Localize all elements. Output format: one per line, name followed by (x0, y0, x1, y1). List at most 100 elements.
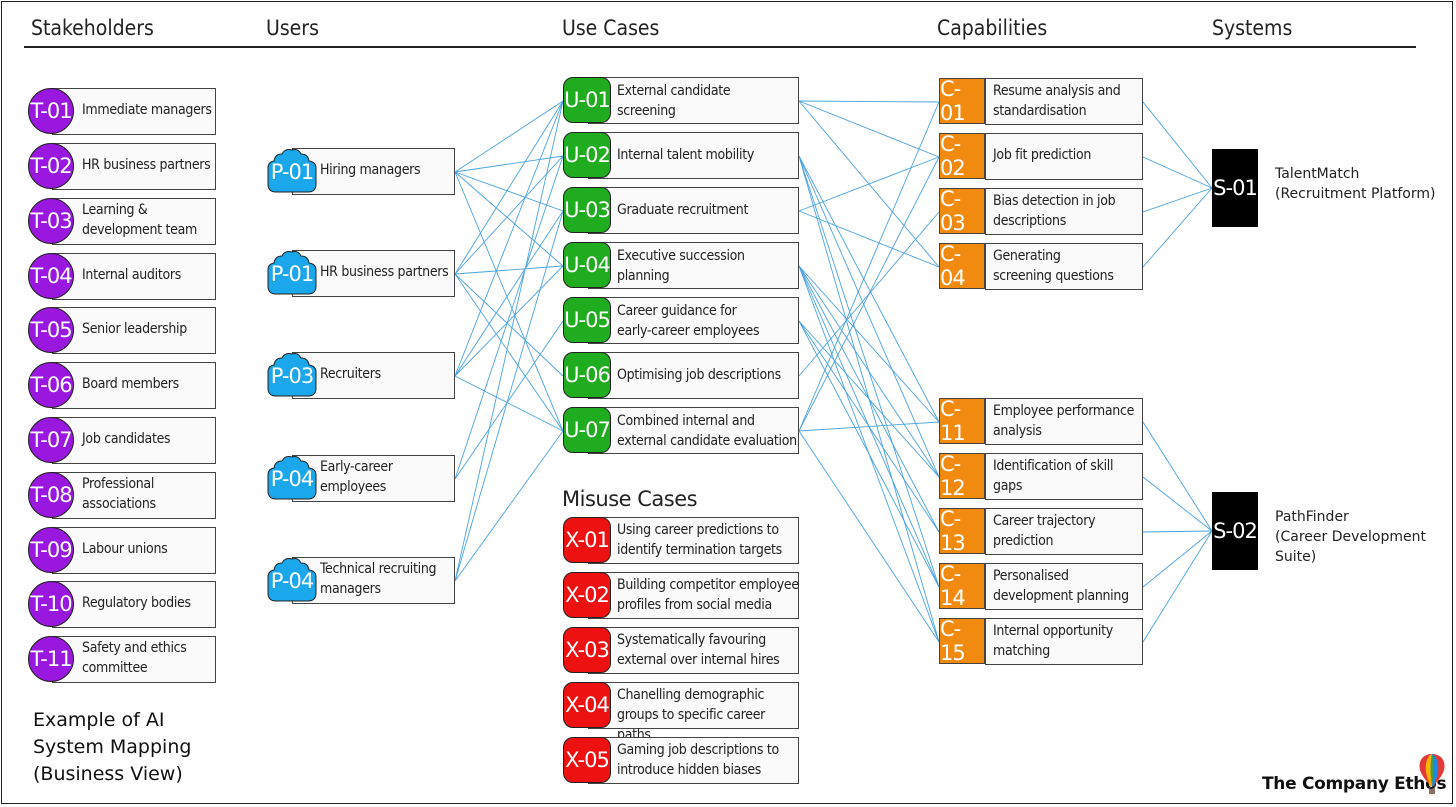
misuse-case-box (588, 682, 799, 729)
capability-label: Identification of skill gaps (993, 458, 1114, 494)
use-case-id-badge: U-04 (563, 242, 611, 288)
use-case-id-badge: U-06 (563, 352, 611, 398)
user-id-text: P-01 (270, 262, 315, 286)
header-rule (24, 46, 1416, 48)
capability-box (985, 508, 1143, 555)
systems-header: Systems (1212, 16, 1293, 40)
stakeholder-label: Internal auditors (82, 267, 181, 283)
user-id-text: P-03 (270, 364, 315, 388)
system-id-badge: S-02 (1212, 492, 1258, 570)
user-label: Early-career employees (320, 459, 393, 495)
use-case-label: Optimising job descriptions (617, 367, 781, 383)
users-header: Users (266, 16, 319, 40)
use-case-label: Combined internal and external candidate… (617, 413, 797, 449)
use-case-id-badge: U-02 (563, 132, 611, 178)
capability-id-badge: C-13 (939, 507, 985, 555)
misuse-case-id-badge: X-03 (563, 627, 611, 673)
use-case-id-badge: U-01 (563, 77, 611, 123)
stakeholder-label: Learning & development team (82, 202, 197, 238)
use-case-id-badge: U-05 (563, 297, 611, 343)
misuse-case-label: Gaming job descriptions to introduce hid… (617, 742, 779, 778)
stakeholder-box (52, 527, 216, 574)
capability-id-badge: C-04 (939, 242, 985, 290)
capability-box (985, 563, 1143, 610)
use-case-label: Career guidance for early-career employe… (617, 303, 760, 339)
use-case-box (588, 77, 799, 124)
system-label: TalentMatch (Recruitment Platform) (1275, 166, 1436, 202)
misuse-case-box (588, 737, 799, 784)
misuse-case-id-badge: X-02 (563, 572, 611, 618)
user-box (292, 148, 455, 195)
stakeholder-id-badge: T-07 (28, 417, 74, 463)
stakeholders-header: Stakeholders (31, 16, 154, 40)
user-box (292, 250, 455, 297)
stakeholder-id-badge: T-04 (28, 253, 74, 299)
stakeholder-label: Senior leadership (82, 321, 187, 337)
stakeholder-box (52, 636, 216, 683)
capability-id-badge: C-11 (939, 397, 985, 445)
capability-label: Employee performance analysis (993, 403, 1135, 439)
use-case-box (588, 132, 799, 179)
misuse-case-label: Using career predictions to identify ter… (617, 522, 782, 558)
stakeholder-label: Regulatory bodies (82, 595, 191, 611)
stakeholder-id-badge: T-06 (28, 362, 74, 408)
stakeholder-label: Safety and ethics committee (82, 640, 187, 676)
user-label: Hiring managers (320, 162, 421, 178)
capability-label: Internal opportunity matching (993, 623, 1113, 659)
capability-label: Career trajectory prediction (993, 513, 1096, 549)
use-case-label: Internal talent mobility (617, 147, 754, 163)
user-label: HR business partners (320, 264, 449, 280)
stakeholder-id-badge: T-03 (28, 198, 74, 244)
stakeholder-box (52, 143, 216, 190)
misuse-case-box (588, 517, 799, 564)
user-cloud-icon: P-03 (266, 352, 318, 398)
misuse-case-label: Systematically favouring external over i… (617, 632, 780, 668)
use-case-box (588, 297, 799, 344)
stakeholder-label: Board members (82, 376, 179, 392)
capability-box (985, 453, 1143, 500)
use-case-label: External candidate screening (617, 83, 731, 119)
user-label: Recruiters (320, 366, 381, 382)
stakeholder-box (52, 198, 216, 245)
stakeholder-box (52, 417, 216, 464)
user-id-text: P-04 (270, 569, 315, 593)
use-case-label: Executive succession planning (617, 248, 745, 284)
stakeholder-label: Job candidates (82, 431, 171, 447)
capabilities-header: Capabilities (937, 16, 1048, 40)
stakeholder-id-badge: T-01 (28, 88, 74, 134)
capability-id-badge: C-01 (939, 77, 985, 125)
misuse-case-label: Chanelling demographic groups to specifi… (617, 687, 766, 743)
use-cases-header: Use Cases (562, 16, 660, 40)
use-case-box (588, 407, 799, 454)
capability-label: Personalised development planning (993, 568, 1129, 604)
use-case-box (588, 352, 799, 399)
system-label: PathFinder (Career Development Suite) (1275, 509, 1426, 565)
user-cloud-icon: P-04 (266, 455, 318, 501)
stakeholder-box (52, 362, 216, 409)
brand-name: The Company Ethos (1262, 774, 1447, 794)
misuse-case-id-badge: X-05 (563, 737, 611, 783)
capability-label: Resume analysis and standardisation (993, 83, 1121, 119)
user-box (292, 455, 455, 502)
stakeholder-id-badge: T-09 (28, 527, 74, 573)
stakeholder-id-badge: T-02 (28, 143, 74, 189)
user-cloud-icon: P-01 (266, 250, 318, 296)
hot-air-balloon-logo-icon (1419, 754, 1445, 794)
misuse-cases-title: Misuse Cases (562, 487, 698, 511)
misuse-case-box (588, 627, 799, 674)
misuse-case-id-badge: X-04 (563, 682, 611, 728)
capability-label: Generating screening questions (993, 248, 1114, 284)
stakeholder-box (52, 581, 216, 628)
capability-box (985, 618, 1143, 665)
capability-label: Job fit prediction (993, 147, 1092, 163)
user-id-text: P-01 (270, 160, 315, 184)
stakeholder-label: Immediate managers (82, 102, 212, 118)
capability-label: Bias detection in job descriptions (993, 193, 1116, 229)
user-cloud-icon: P-01 (266, 148, 318, 194)
user-label: Technical recruiting managers (320, 561, 437, 597)
stakeholder-id-badge: T-11 (28, 636, 74, 682)
capability-box (985, 188, 1143, 235)
stakeholder-box (52, 253, 216, 300)
use-case-box (588, 242, 799, 289)
